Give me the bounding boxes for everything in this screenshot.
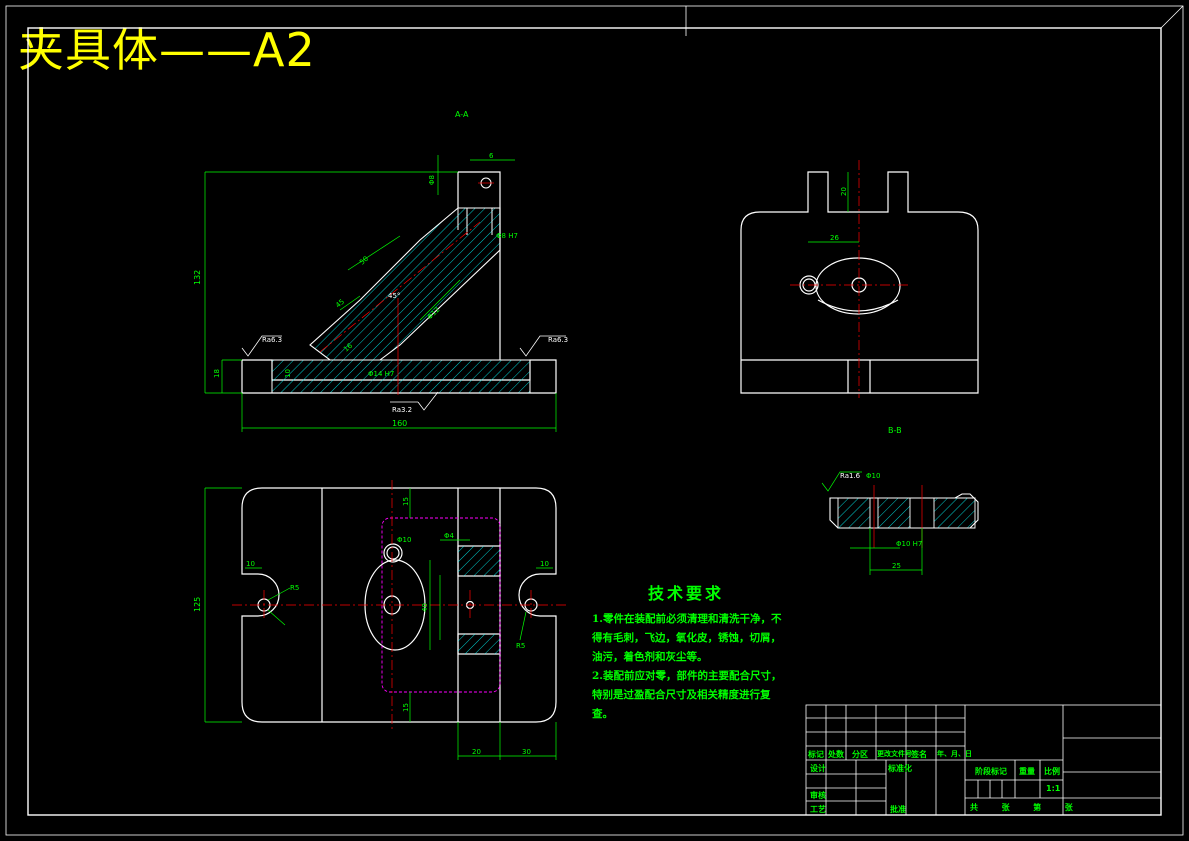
column-outline [458, 171, 501, 360]
frame-border [27, 27, 1162, 816]
dim-plan-height: 125 [193, 597, 202, 612]
title-block-grid [805, 704, 1162, 816]
dim-top-slot: Φ8 [428, 175, 436, 185]
tb-header-mark: 标记 [808, 750, 824, 759]
dim-plan-r-right: R5 [516, 642, 525, 650]
dim-plan-bottom: 15 [402, 703, 410, 712]
side-outline [740, 171, 979, 394]
dim-right-h: 20 [840, 187, 848, 196]
dim-top-offset: 6 [489, 152, 494, 160]
tb-scale: 1:1 [1046, 784, 1061, 793]
ra-bottom: Ra3.2 [392, 406, 412, 414]
tb-design: 设计 [810, 764, 826, 773]
dim-bb-d: Φ10 [866, 472, 880, 480]
section-label-top: A-A [455, 110, 469, 119]
tb-standard: 标准化 [888, 764, 912, 773]
dim-plan-w1: 20 [472, 748, 481, 756]
ra-right: Ra6.3 [548, 336, 568, 344]
dim-overall-height: 132 [193, 270, 202, 285]
ra-bb: Ra1.6 [840, 472, 861, 480]
bb-outline [829, 493, 979, 529]
tb-header-sign: 签名 [911, 750, 927, 759]
tech-line: 油污，着色剂和灰尘等。 [592, 651, 708, 663]
plan-outline [241, 487, 557, 723]
tech-line: 2.装配前应对零，部件的主要配合尺寸， [592, 670, 782, 682]
dim-angle: 45° [388, 292, 400, 300]
tb-check: 审核 [810, 791, 826, 800]
dim-angled-len-2: 45 [334, 298, 346, 310]
tb-header-count: 处数 [828, 750, 844, 759]
tech-requirements-body: 1.零件在装配前必须清理和清洗干净，不 得有毛刺，飞边，氧化皮，锈蚀，切屑， 油… [592, 610, 782, 724]
dim-plan-d1: Φ4 [444, 532, 455, 540]
tech-line: 查。 [592, 708, 613, 720]
tb-process: 工艺 [810, 805, 826, 814]
tech-requirements-title: 技术要求 [648, 584, 725, 603]
sheet-border [5, 5, 1184, 836]
dim-overall-width: 160 [392, 419, 407, 428]
dim-bb-w: 25 [892, 562, 901, 570]
dim-base-thickness: 18 [213, 369, 221, 378]
section-label-right: B-B [888, 426, 902, 435]
side-bore [815, 257, 901, 315]
dim-plan-d2: Φ10 [397, 536, 411, 544]
base-hatch [271, 359, 531, 394]
dim-plan-top: 15 [402, 497, 410, 506]
dim-plan-w2: 30 [522, 748, 531, 756]
dim-plan-slot-left: 10 [246, 560, 255, 568]
ra-left: Ra6.3 [262, 336, 282, 344]
tb-weight: 重量 [1019, 767, 1035, 776]
dim-bore-dia: Φ14 H7 [368, 370, 394, 378]
tb-header-date: 年、月、日 [937, 750, 972, 758]
tb-approve: 批准 [890, 805, 906, 814]
dim-right-w: 26 [830, 234, 839, 242]
bb-detail: 25 Φ10 Φ10 H7 Ra1.6 [821, 471, 979, 575]
tech-line: 特别是过盈配合尺寸及相关精度进行复 [592, 689, 771, 701]
front-section-view: 132 18 10 160 6 Φ8 50 45 16 Φ12 45° Φ8 H… [193, 110, 568, 432]
dim-rib: 10 [284, 369, 292, 378]
dim-angled-len-1: 50 [358, 255, 370, 267]
arm-hatch [309, 207, 501, 361]
dim-small-hole: Φ8 H7 [496, 232, 518, 240]
tb-sheets: 共 张 第 张 [970, 803, 1079, 812]
tech-line: 得有毛刺，飞边，氧化皮，锈蚀，切屑， [592, 632, 781, 644]
drawing-title: 夹具体——A2 [18, 23, 316, 77]
tb-stage: 阶段标记 [975, 767, 1007, 776]
dim-plan-slot-right: 10 [540, 560, 549, 568]
dim-plan-v: 40 [421, 603, 429, 612]
dim-plan-r-left: R5 [290, 584, 299, 592]
tb-header-doc: 更改文件号 [877, 750, 912, 758]
tb-header-zone: 分区 [852, 750, 868, 759]
tb-scale-label: 比例 [1044, 767, 1060, 776]
phantom-fixture [381, 517, 501, 693]
dim-bb-hole: Φ10 H7 [896, 540, 922, 548]
side-view [740, 171, 979, 394]
tech-line: 1.零件在装配前必须清理和清洗干净，不 [592, 613, 782, 625]
